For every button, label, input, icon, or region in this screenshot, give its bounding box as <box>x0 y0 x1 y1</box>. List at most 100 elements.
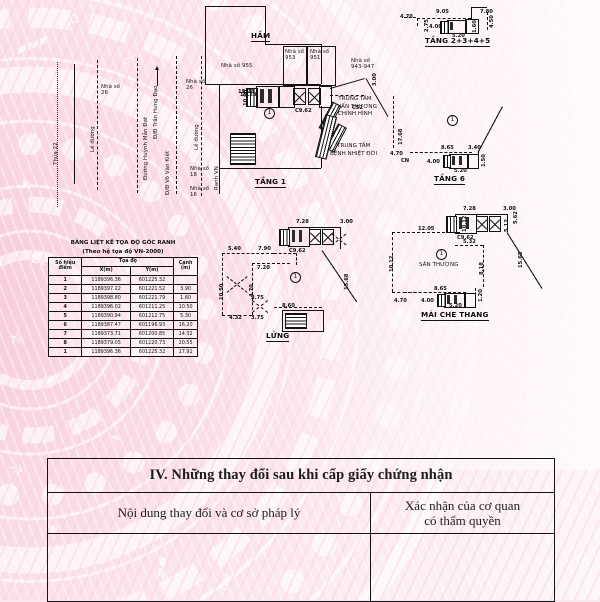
dim-t6-5-20: 5.20 <box>454 168 467 174</box>
dim-mct-4-00: 4.00 <box>421 298 434 304</box>
dim-t2345-9-05: 9.05 <box>436 9 449 15</box>
dim-t6-4-00: 4.00 <box>427 159 440 165</box>
dim-t6-1-50: 1.50 <box>481 154 487 167</box>
mct-wall <box>447 295 450 304</box>
dim-st-7-28-v: 7.28 <box>463 206 476 212</box>
ham-room-2 <box>319 86 332 108</box>
cell-id: 7 <box>47 328 83 339</box>
plan-title-tang-6: TẦNG 6 <box>434 174 466 185</box>
parcel-marker-lung: 1 <box>290 272 301 283</box>
th-y: Y(m) <box>129 265 175 276</box>
t6-stair <box>443 155 451 168</box>
st-stair <box>446 216 457 233</box>
cell-x: 1189397.22 <box>81 283 131 294</box>
boundary-label-ranh: Ranh VN <box>214 166 220 190</box>
t2345-stair <box>440 21 449 34</box>
form-body-right-cell[interactable] <box>371 534 554 601</box>
cell-edge: 20.55 <box>173 337 198 348</box>
th-x: X(m) <box>81 265 131 276</box>
cell-x: 1189398.80 <box>81 292 131 303</box>
form-body <box>48 534 554 601</box>
ham-wall-a <box>260 89 264 103</box>
cell-y: 601225.32 <box>129 274 175 285</box>
cell-y: 601220.73 <box>129 337 175 348</box>
house-number-955: Nhà số 955 <box>221 63 253 69</box>
ham-wall-b <box>268 89 272 103</box>
cell-y: 601200.85 <box>129 328 175 339</box>
unit-block-953 <box>283 46 308 86</box>
dim-t2345-7-80: 7.80 <box>480 9 493 15</box>
dim-st-left: 10.12 <box>389 255 395 272</box>
ham-void-1 <box>293 88 306 105</box>
th-edge: Cạnh(m) <box>173 257 198 276</box>
lung-wall-b <box>299 230 302 242</box>
dim-lung-8-60: 8.60 <box>282 303 295 309</box>
cell-id: 4 <box>47 301 83 312</box>
dim-lung-7-28: 7.28 <box>296 219 309 225</box>
lung-wall-a <box>292 230 295 242</box>
cell-id: 2 <box>47 283 83 294</box>
dim-t2345-4-70: 4.70 <box>400 14 413 20</box>
dim-st-3-00: 3.00 <box>503 206 516 212</box>
dim-lung-15-68: 15.68 <box>344 273 350 290</box>
coordinate-table-title-1: BẢNG LIỆT KÊ TỌA ĐỘ GÓC RANH <box>70 240 176 246</box>
th-coord-group: Tọa độ <box>81 257 175 267</box>
dim-lung-4-32: 4.32 <box>229 315 242 321</box>
boundary-left-dot <box>57 62 58 207</box>
plan-title-lung: LỬNG <box>266 331 290 342</box>
unit-block-951 <box>306 46 336 86</box>
cell-edge: 5.30 <box>173 310 198 321</box>
lung-void-left <box>224 256 250 312</box>
dim-t2345-4-00: 4.00 <box>429 24 442 30</box>
parcel-marker-san-thuong: 1 <box>436 249 447 260</box>
st-wall <box>459 217 462 229</box>
cell-edge: 10.50 <box>173 301 198 312</box>
parcel-marker-tang6: 1 <box>447 115 458 126</box>
dim-st-8-18: 8.18 <box>479 262 485 275</box>
lung-stair <box>279 229 290 246</box>
form-column-headers: Nội dung thay đổi và cơ sở pháp lý Xác n… <box>48 493 554 534</box>
cell-id: 6 <box>47 319 83 330</box>
cell-x: 1189396.36 <box>81 274 131 285</box>
mct-stair <box>437 294 446 307</box>
st-void-1 <box>476 216 488 232</box>
dim-ham-c962: C9.62 <box>295 108 312 114</box>
dim-ham-c52: C52 <box>352 105 364 111</box>
cell-x: 1189390.94 <box>81 310 131 321</box>
form-body-left-cell[interactable] <box>48 534 371 601</box>
dim-right-v1: 17.68 <box>398 128 404 145</box>
lung-bottom-room <box>282 310 324 332</box>
cell-y: 601212.75 <box>129 310 175 321</box>
cell-y: 601225.32 <box>129 346 175 357</box>
cell-x: 1189396.36 <box>81 346 131 357</box>
dim-t6-3-40: 3.40 <box>468 145 481 151</box>
dim-right-470: 4.70 <box>390 151 403 157</box>
form-heading-text: IV. Những thay đổi sau khi cấp giấy chứn… <box>149 467 453 483</box>
t6-wall <box>452 156 455 165</box>
plan-title-tang-2345: TẦNG 2+3+4+5 <box>425 36 491 47</box>
boundary-label-thua: Thửa 22 <box>53 142 59 165</box>
cell-id: 3 <box>47 292 83 303</box>
street-label-vo-van-kiet: Đ/Đ Võ Văn Kiệt <box>165 150 171 195</box>
cell-y: 601211.25 <box>129 301 175 312</box>
street-label-huynh-man-dat: Đường Huỳnh Mẫn Đạt <box>143 116 149 180</box>
dim-mct-8-65: 8.65 <box>434 286 447 292</box>
st-wall-b <box>466 217 469 229</box>
dim-st-c962: C9.62 <box>457 235 474 241</box>
dim-ham-19-28: 19.28 <box>238 89 255 95</box>
plan-title-ham: HẦM <box>251 31 271 42</box>
